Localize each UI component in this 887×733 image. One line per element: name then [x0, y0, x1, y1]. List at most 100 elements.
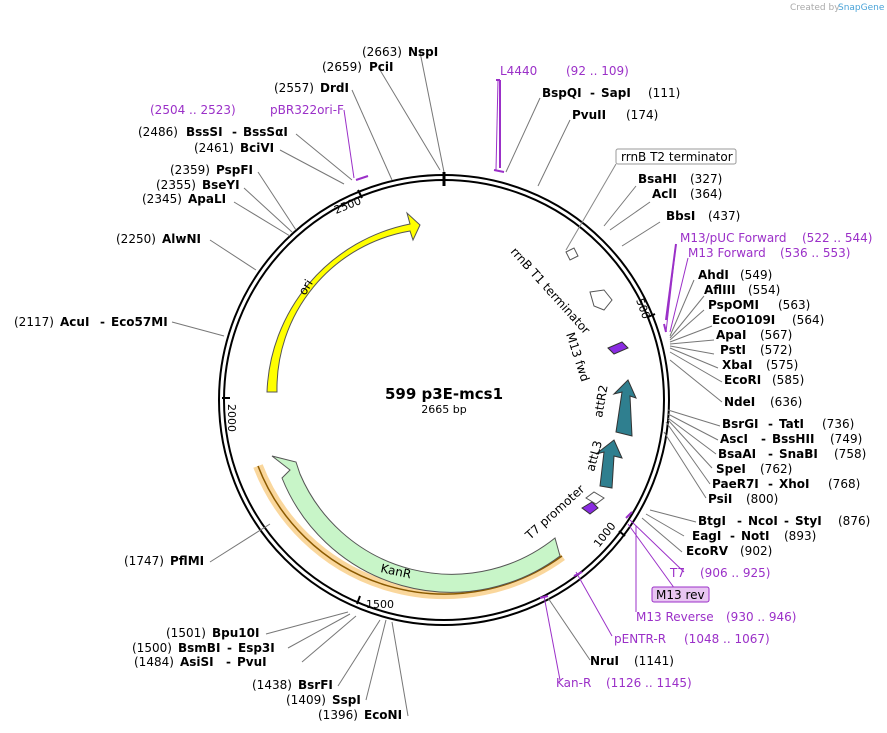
attr2-feature[interactable]: attR2	[591, 379, 637, 437]
svg-text:(902): (902)	[740, 544, 772, 558]
svg-text:BssSαI: BssSαI	[243, 125, 288, 139]
site-bsrgi[interactable]: BsrGI-TatI(736)	[722, 417, 854, 431]
svg-text:(2355): (2355)	[156, 178, 196, 192]
site-bseyi[interactable]: (2355)BseYI	[156, 178, 240, 192]
svg-text:(1438): (1438)	[252, 678, 292, 692]
site-bspqi[interactable]: BspQI-SapI(111)	[542, 86, 680, 100]
site-nrui[interactable]: NruI(1141)	[590, 654, 674, 668]
site-sspi[interactable]: (1409)SspI	[286, 693, 361, 707]
site-alwni[interactable]: (2250)AlwNI	[116, 232, 201, 246]
site-nspi[interactable]: (2663)NspI	[362, 45, 438, 59]
svg-text:(1396): (1396)	[318, 708, 358, 722]
site-bsaai[interactable]: BsaAI-SnaBI(758)	[718, 447, 866, 461]
svg-text:AlwNI: AlwNI	[162, 232, 201, 246]
svg-text:SspI: SspI	[332, 693, 361, 707]
site-bpu10i[interactable]: (1501)Bpu10I	[166, 626, 259, 640]
svg-text:rrnB T1 terminator: rrnB T1 terminator	[508, 245, 593, 337]
svg-text:(876): (876)	[838, 514, 870, 528]
rrnb-t1-feature[interactable]: rrnB T1 terminator	[508, 245, 613, 337]
svg-text:XhoI: XhoI	[779, 477, 810, 491]
attl3-feature[interactable]: attL3	[583, 439, 623, 489]
site-pspfi[interactable]: (2359)PspFI	[170, 163, 253, 177]
svg-text:(2663): (2663)	[362, 45, 402, 59]
site-afliii[interactable]: AflIII(554)	[704, 283, 780, 297]
svg-text:L4440: L4440	[500, 64, 537, 78]
primer-m13-puc-forward[interactable]: M13/pUC Forward(522 .. 544)	[680, 231, 872, 245]
svg-text:(554): (554)	[748, 283, 780, 297]
site-pspomi[interactable]: PspOMI(563)	[708, 298, 810, 312]
site-ecorv[interactable]: EcoRV (902)	[686, 544, 772, 558]
svg-text:(2117): (2117)	[14, 315, 54, 329]
plasmid-name: 599 p3E-mcs1	[385, 385, 503, 403]
site-eco0109i[interactable]: EcoO109I(564)	[712, 313, 824, 327]
svg-text:(572): (572)	[760, 343, 792, 357]
svg-text:EagI: EagI	[692, 529, 721, 543]
svg-text:TatI: TatI	[779, 417, 804, 431]
site-acli[interactable]: AclI(364)	[652, 187, 722, 201]
svg-text:KanR: KanR	[379, 561, 412, 581]
plasmid-length: 2665 bp	[421, 403, 466, 416]
svg-text:(327): (327)	[690, 172, 722, 186]
site-paer7i[interactable]: PaeR7I-XhoI(768)	[712, 477, 860, 491]
site-btgi[interactable]: BtgI-NcoI-StyI(876)	[698, 514, 870, 528]
svg-text:DrdI: DrdI	[320, 81, 349, 95]
primer-pentr-r[interactable]: pENTR-R(1048 .. 1067)	[614, 632, 770, 646]
primer-kan-r[interactable]: Kan-R(1126 .. 1145)	[556, 676, 692, 690]
site-apali[interactable]: (2345)ApaLI	[142, 192, 226, 206]
svg-text:BtgI: BtgI	[698, 514, 726, 528]
svg-text:(736): (736)	[822, 417, 854, 431]
site-bbsi[interactable]: BbsI(437)	[666, 209, 740, 223]
site-ndei[interactable]: NdeI (636)	[724, 395, 802, 409]
site-ahdi[interactable]: AhdI(549)	[698, 268, 772, 282]
primer-pbr322ori-f[interactable]: (2504 .. 2523)pBR322ori-F	[150, 103, 344, 117]
svg-text:AcuI: AcuI	[60, 315, 89, 329]
rrnb-t2-label[interactable]: rrnB T2 terminator	[565, 148, 737, 251]
site-drdi[interactable]: (2557)DrdI	[274, 81, 349, 95]
svg-text:EcoRV: EcoRV	[686, 544, 729, 558]
site-econi[interactable]: (1396)EcoNI	[318, 708, 402, 722]
svg-text:NdeI: NdeI	[724, 395, 755, 409]
svg-text:(563): (563)	[778, 298, 810, 312]
m13-rev-box[interactable]: M13 rev	[651, 586, 710, 603]
svg-text:(636): (636)	[770, 395, 802, 409]
credit-text: Created by	[790, 3, 840, 13]
site-bcivi[interactable]: (2461)BciVI	[194, 141, 274, 155]
site-bsrfi[interactable]: (1438)BsrFI	[252, 678, 333, 692]
site-bsmbi[interactable]: (1500)BsmBI-Esp3I	[132, 641, 275, 655]
ori-feature[interactable]: ori	[266, 211, 421, 393]
site-acui[interactable]: (2117)AcuI-Eco57MI	[14, 315, 168, 329]
svg-text:attR2: attR2	[591, 384, 610, 419]
svg-text:(1501): (1501)	[166, 626, 206, 640]
site-eagi[interactable]: EagI-NotI(893)	[692, 529, 816, 543]
site-bsssi[interactable]: (2486)BssSI-BssSαI	[138, 125, 288, 139]
site-xbai[interactable]: XbaI(575)	[722, 358, 798, 372]
site-ecori[interactable]: EcoRI(585)	[724, 373, 804, 387]
primer-m13-forward[interactable]: M13 Forward(536 .. 553)	[688, 246, 850, 260]
site-apai[interactable]: ApaI(567)	[716, 328, 792, 342]
site-psii[interactable]: PsiI(800)	[708, 492, 778, 506]
svg-text:BsmBI: BsmBI	[178, 641, 220, 655]
site-spei[interactable]: SpeI(762)	[716, 462, 792, 476]
site-asisi[interactable]: (1484)AsiSI-PvuI	[134, 655, 267, 669]
svg-text:(893): (893)	[784, 529, 816, 543]
site-pflmi[interactable]: (1747)PflMI	[124, 554, 204, 568]
site-pvuii[interactable]: PvuII(174)	[572, 108, 658, 122]
site-asci[interactable]: AscI-BssHII(749)	[720, 432, 862, 446]
tick-2000: 2000	[222, 397, 238, 432]
site-psti[interactable]: PstI(572)	[720, 343, 792, 357]
m13-fwd-feature[interactable]: M13 fwd	[563, 331, 629, 384]
kanr-feature[interactable]: KanR	[271, 455, 561, 593]
t7-promoter-feature[interactable]: T7 promoter	[522, 482, 605, 543]
svg-text:ApaI: ApaI	[716, 328, 746, 342]
primer-t7[interactable]: T7(906 .. 925)	[669, 566, 770, 580]
svg-text:ApaLI: ApaLI	[188, 192, 226, 206]
svg-text:(174): (174)	[626, 108, 658, 122]
primer-m13-reverse[interactable]: M13 Reverse(930 .. 946)	[636, 610, 796, 624]
svg-text:(111): (111)	[648, 86, 680, 100]
svg-text:Eco57MI: Eco57MI	[111, 315, 168, 329]
svg-text:-: -	[226, 655, 231, 669]
svg-text:(92 .. 109): (92 .. 109)	[566, 64, 629, 78]
site-bsahi[interactable]: BsaHI(327)	[638, 172, 722, 186]
site-pcii[interactable]: (2659)PciI	[322, 60, 394, 74]
primer-l4440[interactable]: L4440 (92 .. 109)	[500, 64, 629, 78]
